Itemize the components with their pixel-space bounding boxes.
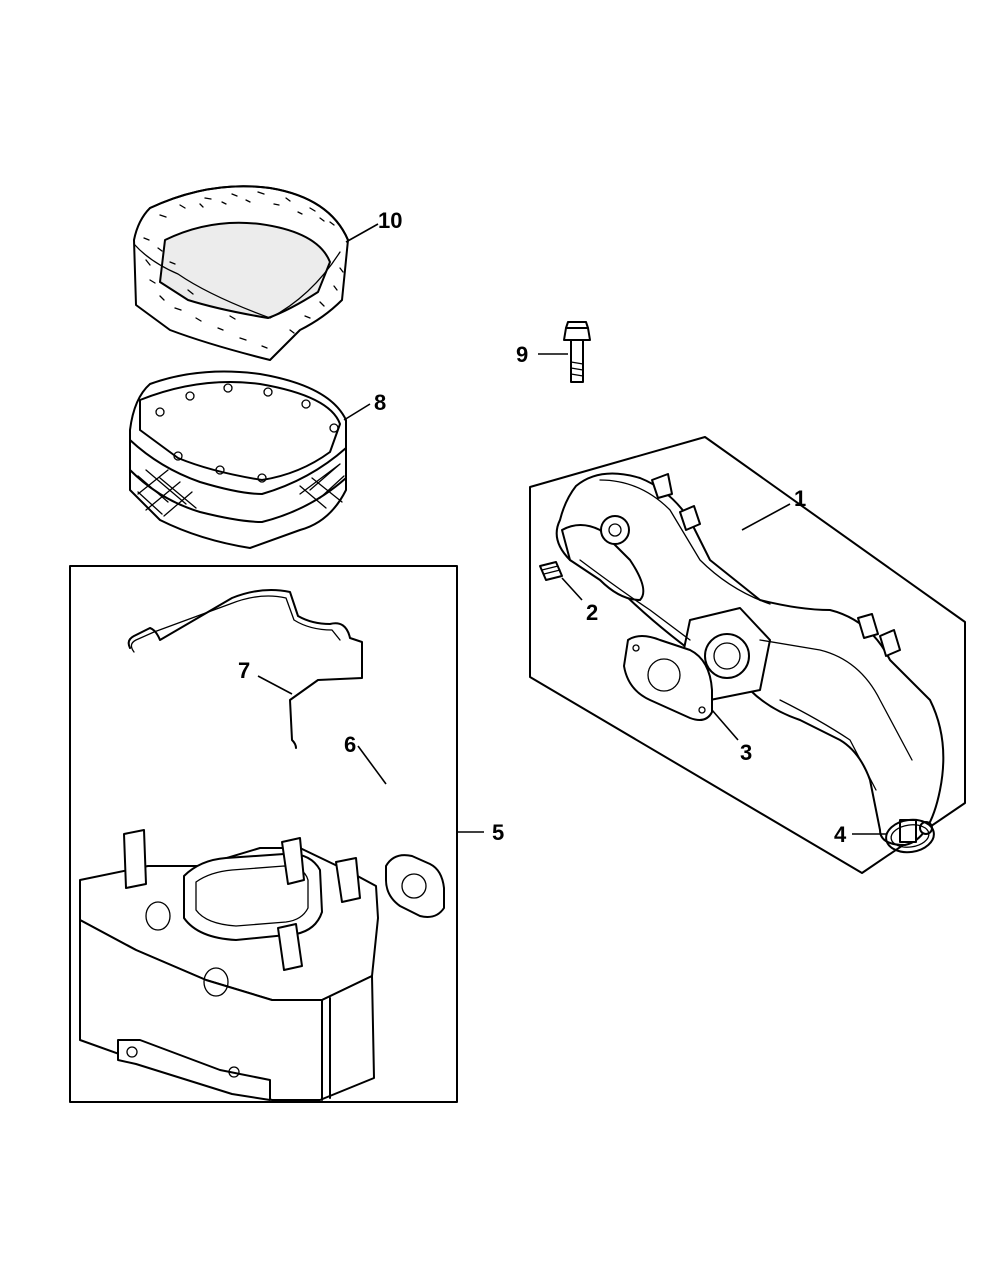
fitting-icon[interactable] [539, 561, 563, 581]
callout-7: 7 [238, 658, 250, 683]
o-ring-icon[interactable] [884, 817, 936, 855]
intake-manifold-icon[interactable] [555, 472, 945, 846]
kit-box-part-1 [529, 436, 966, 874]
leader-lines [257, 223, 886, 835]
kit-box-part-5 [69, 565, 458, 1103]
callout-4: 4 [834, 822, 847, 847]
gasket-icon[interactable] [385, 854, 445, 918]
callout-3: 3 [740, 740, 752, 765]
gasket-icon[interactable] [623, 635, 713, 721]
callout-5: 5 [492, 820, 504, 845]
wire-clip-icon[interactable] [127, 589, 363, 749]
callout-8: 8 [374, 390, 386, 415]
callout-6: 6 [344, 732, 356, 757]
air-cleaner-base-icon[interactable] [79, 829, 379, 1101]
callout-10: 10 [378, 208, 402, 233]
callout-9: 9 [516, 342, 528, 367]
precleaner-foam-icon[interactable] [133, 185, 349, 361]
callout-2: 2 [586, 600, 598, 625]
air-filter-element-icon[interactable] [129, 370, 347, 549]
bolt-icon[interactable] [563, 321, 591, 383]
callout-1: 1 [794, 486, 806, 511]
